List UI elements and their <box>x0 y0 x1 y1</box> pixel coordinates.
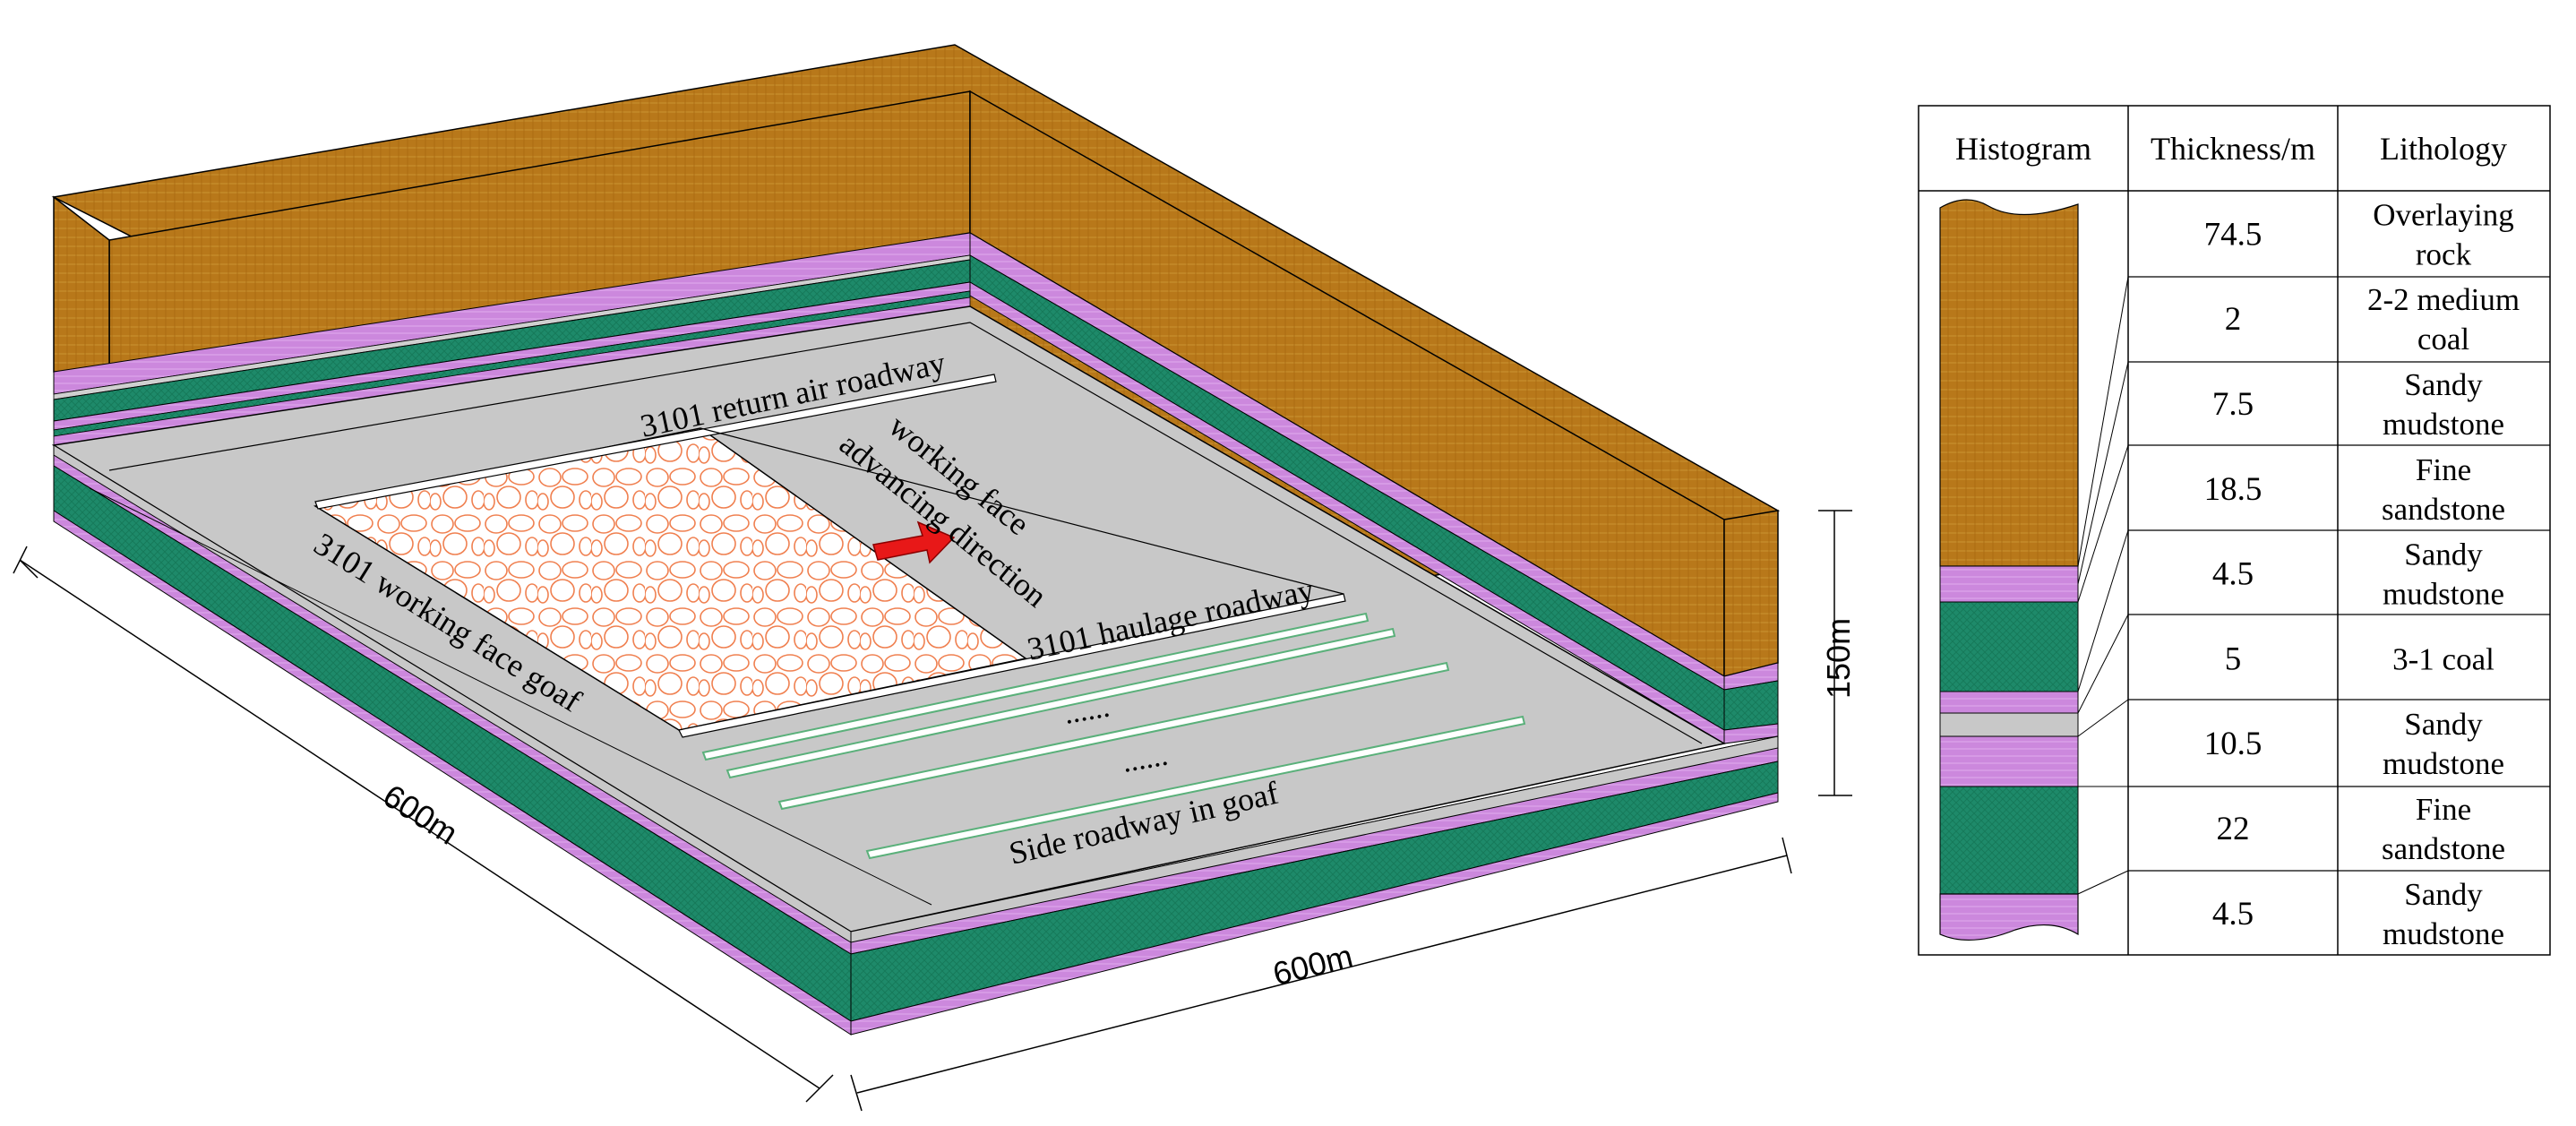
histogram-column <box>1939 199 2079 941</box>
lithology-cell: rock <box>2416 236 2472 271</box>
strata-table: Histogram Thickness/m Lithology <box>1918 105 2551 956</box>
roadways <box>314 374 1526 860</box>
header-thickness: Thickness/m <box>2151 131 2315 167</box>
thickness-cell: 18.5 <box>2204 471 2263 508</box>
lithology-cell: mudstone <box>2383 577 2504 612</box>
thickness-cell: 2 <box>2225 301 2242 338</box>
thickness-cell: 22 <box>2217 811 2250 847</box>
dots-lower: ...... <box>1120 739 1171 779</box>
thickness-cell: 74.5 <box>2204 216 2263 253</box>
overburden-left-wall <box>53 195 110 373</box>
thickness-cell: 4.5 <box>2212 556 2254 593</box>
left-length-label: 600m <box>377 777 465 851</box>
lithology-cell: mudstone <box>2383 407 2504 442</box>
face-line <box>700 427 1344 595</box>
overburden-front-face <box>1723 510 1779 677</box>
lithology-cell: Sandy <box>2404 877 2483 912</box>
lithology-cell: Fine <box>2416 452 2471 487</box>
lithology-cell: Sandy <box>2404 537 2483 572</box>
dimensions <box>13 510 1852 1112</box>
lithology-cell: Overlaying <box>2373 197 2513 232</box>
thickness-cell: 10.5 <box>2204 726 2263 762</box>
lithology-cell: mudstone <box>2383 746 2504 781</box>
lithology-cell: mudstone <box>2383 916 2504 951</box>
lithology-cell: Sandy <box>2404 707 2483 742</box>
lithology-cell: Fine <box>2416 792 2471 827</box>
height-label: 150m <box>1820 618 1857 699</box>
lithology-cell: 3-1 coal <box>2392 641 2494 676</box>
advancing-arrow <box>872 520 956 564</box>
thickness-cell: 4.5 <box>2212 896 2254 933</box>
thickness-cell: 5 <box>2225 640 2242 677</box>
strata-block <box>51 44 1781 1036</box>
dots-upper: ...... <box>1061 691 1112 731</box>
lithology-cell: sandstone <box>2382 831 2505 866</box>
front-length-label: 600m <box>1269 937 1356 993</box>
return-air-roadway <box>314 374 997 510</box>
header-histogram: Histogram <box>1955 131 2091 167</box>
side-roadways-in-goaf <box>701 612 1526 860</box>
thickness-cell: 7.5 <box>2212 386 2254 423</box>
lithology-cell: 2-2 medium <box>2367 282 2520 317</box>
lithology-cell: coal <box>2417 322 2470 357</box>
lithology-cell: sandstone <box>2382 492 2505 527</box>
header-lithology: Lithology <box>2380 131 2507 167</box>
lithology-cell: Sandy <box>2404 367 2483 402</box>
haulage-roadway <box>678 593 1346 738</box>
